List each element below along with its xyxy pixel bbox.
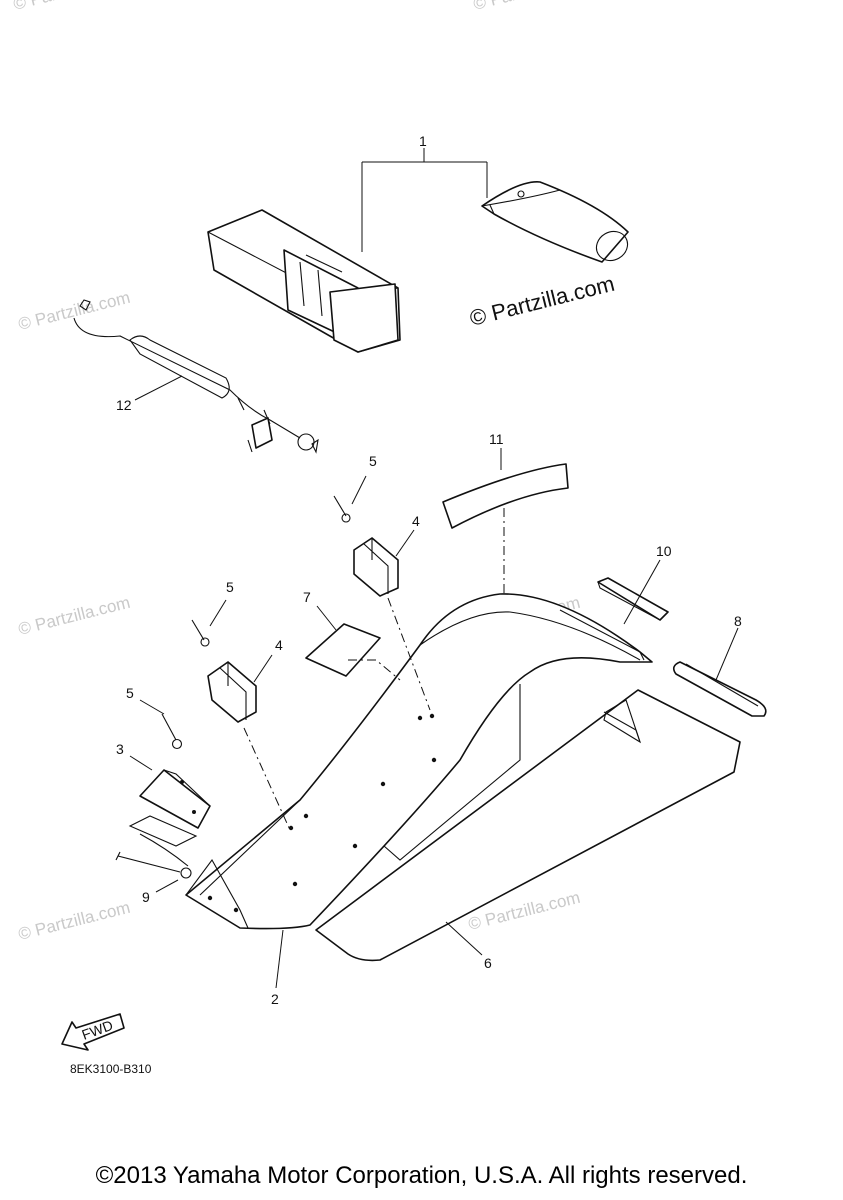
callout-11: 11 xyxy=(489,431,504,447)
part-6-mat xyxy=(315,689,741,962)
callout-6: 6 xyxy=(484,955,492,971)
callout-1: 1 xyxy=(419,133,427,149)
part-11-strip xyxy=(442,448,569,600)
callout-5-lower: 5 xyxy=(126,685,134,701)
watermark: © Partzilla.com xyxy=(11,0,127,14)
part-9-pin xyxy=(115,833,192,893)
watermark-main: © Partzilla.com xyxy=(467,271,617,331)
copyright-notice: ©2013 Yamaha Motor Corporation, U.S.A. A… xyxy=(95,1162,748,1189)
callout-4-lower: 4 xyxy=(275,637,283,653)
callout-labels: 1 2 3 4 4 5 5 5 6 7 8 9 10 11 12 xyxy=(116,133,742,1007)
callout-8: 8 xyxy=(734,613,742,629)
callout-2: 2 xyxy=(271,991,279,1007)
part-5-screw-a xyxy=(333,475,367,523)
part-7-pad xyxy=(305,605,401,681)
part-12-cable xyxy=(73,299,319,454)
watermark: © Partzilla.com xyxy=(16,593,132,639)
part-10-bar xyxy=(597,559,669,625)
watermark: © Partzilla.com xyxy=(16,898,132,944)
part-2-tray xyxy=(185,593,653,989)
callout-10: 10 xyxy=(656,543,672,559)
callout-7: 7 xyxy=(303,589,311,605)
callout-3: 3 xyxy=(116,741,124,757)
part-8-tube xyxy=(672,627,767,717)
callout-12: 12 xyxy=(116,397,132,413)
callout-5-middle: 5 xyxy=(226,579,234,595)
part-4-clip-lower xyxy=(207,654,291,831)
part-5-screw-b xyxy=(191,599,227,647)
watermark: © Partzilla.com xyxy=(471,0,587,14)
part-1-tool-kit xyxy=(207,148,629,353)
part-3-bracket xyxy=(128,755,211,847)
part-5-screw-c xyxy=(139,699,183,750)
fwd-arrow-icon: FWD xyxy=(61,1013,125,1051)
callout-5-upper: 5 xyxy=(369,453,377,469)
callout-9: 9 xyxy=(142,889,150,905)
part-4-clip-upper xyxy=(353,529,431,711)
callout-4-upper: 4 xyxy=(412,513,420,529)
watermark: © Partzilla.com xyxy=(16,288,132,334)
drawing-code: 8EK3100-B310 xyxy=(70,1062,152,1076)
